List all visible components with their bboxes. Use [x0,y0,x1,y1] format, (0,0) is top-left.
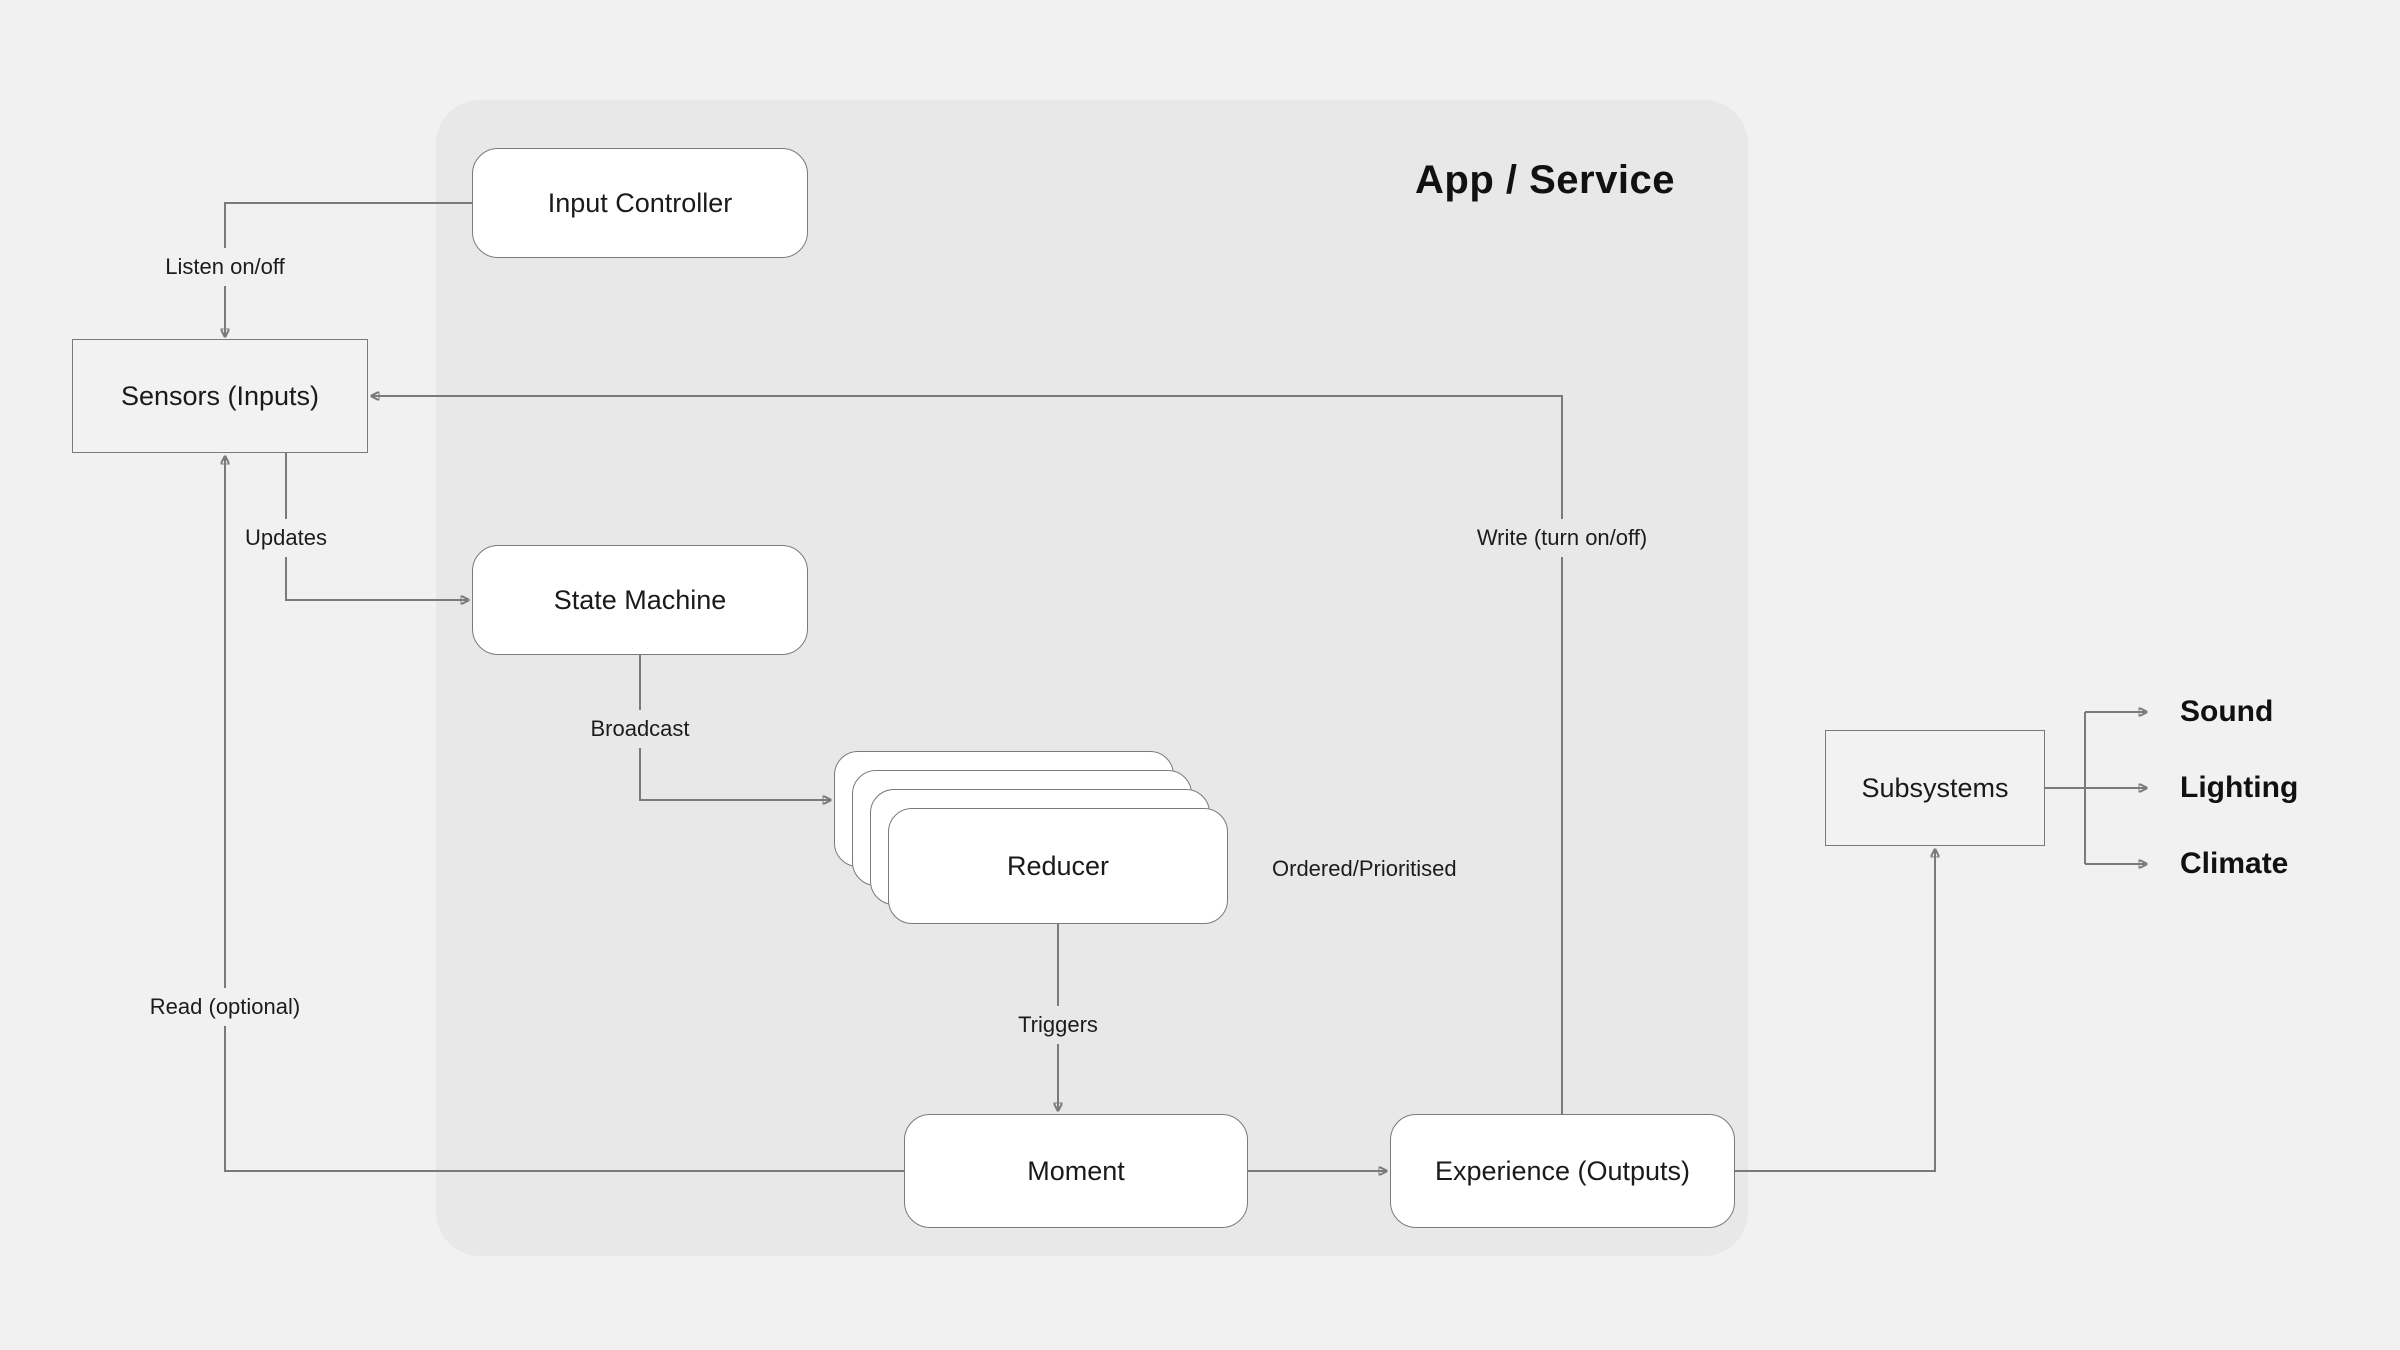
connector-updates [285,453,468,600]
output-label-sound: Sound [2180,695,2274,728]
edge-label-broadcast: Broadcast [584,710,696,748]
node-sensors[interactable]: Sensors (Inputs) [72,339,368,453]
node-experience[interactable]: Experience (Outputs) [1390,1114,1735,1228]
edge-label-read: Read (optional) [143,988,307,1026]
node-moment[interactable]: Moment [904,1114,1248,1228]
edge-label-ordered-prioritised: Ordered/Prioritised [1272,856,1457,881]
node-reducer[interactable]: Reducer [888,808,1228,924]
node-subsystems[interactable]: Subsystems [1825,730,2045,846]
node-input-controller[interactable]: Input Controller [472,148,808,258]
node-subsystems-label: Subsystems [1861,772,2009,803]
edge-label-triggers: Triggers [1012,1006,1104,1044]
connector-listen [225,202,472,336]
app-service-group [436,100,1748,1256]
edge-label-write: Write (turn on/off) [1470,519,1654,557]
node-input-controller-label: Input Controller [547,187,733,218]
node-moment-label: Moment [1027,1155,1125,1186]
output-label-lighting: Lighting [2180,771,2299,804]
connector-experience-subsystems [1735,850,1935,1172]
node-experience-label: Experience (Outputs) [1434,1155,1691,1186]
node-sensors-label: Sensors (Inputs) [120,380,320,411]
app-service-title: App / Service [1415,158,1675,202]
connector-write-feedback [372,396,1563,1114]
node-state-machine-label: State Machine [553,584,727,615]
output-label-climate: Climate [2180,847,2289,880]
node-reducer-label: Reducer [1006,850,1110,881]
connector-read [225,457,904,1172]
edge-label-listen: Listen on/off [159,248,291,286]
edge-label-updates: Updates [239,519,333,557]
connector-broadcast [639,655,830,800]
node-state-machine[interactable]: State Machine [472,545,808,655]
